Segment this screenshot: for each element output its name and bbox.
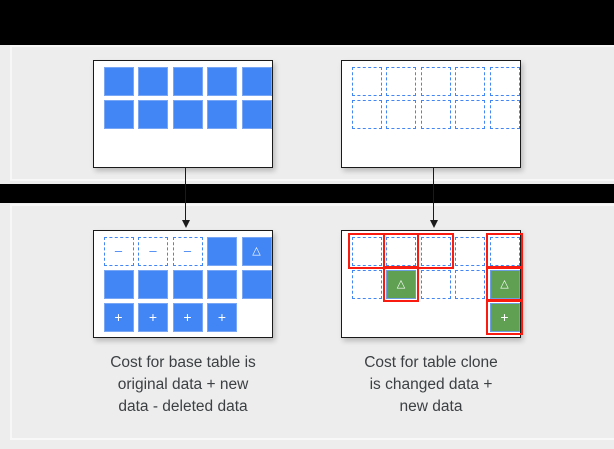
data-cell-dashed — [420, 99, 451, 129]
data-cell-solid — [207, 66, 237, 96]
changed-cell-highlight — [486, 266, 523, 302]
data-cell-dashed — [455, 99, 485, 129]
caption-base-table: Cost for base table is original data + n… — [110, 354, 256, 415]
table-clone-original-card — [341, 60, 521, 168]
data-cell-dashed — [455, 66, 485, 96]
data-cell-dashed — [351, 99, 382, 129]
data-cell-dashed — [351, 66, 382, 96]
data-cell-solid — [241, 269, 272, 299]
panel-guide-top-upper — [10, 45, 614, 47]
changed-cell-highlight — [382, 233, 420, 269]
changed-cell-highlight — [486, 233, 523, 269]
caption-table-clone: Cost for table clone is changed data + n… — [364, 354, 498, 415]
minus-glyph-icon: – — [149, 243, 157, 258]
plus-glyph-icon: + — [183, 308, 192, 325]
data-cell-dashed — [351, 269, 382, 299]
data-cell-solid — [207, 99, 237, 129]
data-cell-solid: + — [207, 302, 237, 332]
data-cell-solid — [138, 269, 168, 299]
panel-guide-bottom-lower — [10, 438, 614, 440]
arrow-table-clone — [429, 167, 438, 228]
data-cell-dashed — [420, 269, 451, 299]
minus-glyph-icon: – — [183, 243, 192, 258]
data-cell-dashed — [455, 269, 485, 299]
changed-cell-highlight — [348, 233, 385, 269]
base-table-original-cells — [94, 61, 272, 167]
data-cell-solid: + — [103, 302, 134, 332]
minus-glyph-icon: – — [114, 243, 123, 258]
data-cell-solid — [241, 99, 272, 129]
table-clone-original-cells — [342, 61, 520, 167]
base-table-after-cells: – – – △ + + + + — [94, 231, 272, 337]
data-cell-dashed: – — [103, 236, 134, 266]
base-table-after-card: – – – △ + + + + — [93, 230, 273, 338]
base-table-original-card — [93, 60, 273, 168]
data-cell-solid: + — [172, 302, 203, 332]
plus-glyph-icon: + — [217, 308, 227, 325]
data-cell-dashed — [386, 66, 416, 96]
data-cell-solid — [172, 269, 203, 299]
data-cell-dashed — [386, 99, 416, 129]
data-cell-solid — [207, 236, 237, 266]
data-cell-solid — [138, 66, 168, 96]
data-cell-dashed — [489, 236, 520, 266]
table-clone-after-cells: △△+ — [342, 231, 523, 337]
changed-cell-highlight — [486, 299, 523, 335]
panel-guide-top-lower — [10, 204, 614, 206]
data-cell-dashed — [386, 236, 416, 266]
changed-cell-highlight — [382, 266, 420, 302]
data-cell-dashed — [420, 66, 451, 96]
plus-glyph-icon: + — [148, 308, 158, 325]
table-clone-after-card: △△+ — [341, 230, 523, 338]
data-cell-solid: + — [138, 302, 168, 332]
top-black-band — [0, 0, 614, 45]
middle-black-band — [0, 184, 614, 203]
triangle-glyph-icon: △ — [252, 244, 261, 257]
data-cell-dashed — [351, 236, 382, 266]
data-cell-dashed — [489, 66, 520, 96]
changed-cell-highlight — [417, 233, 454, 269]
data-cell-solid — [103, 269, 134, 299]
panel-guide-left-lower — [10, 206, 12, 440]
plus-glyph-icon: + — [114, 308, 123, 325]
data-cell-solid — [172, 66, 203, 96]
data-cell-dashed — [455, 236, 485, 266]
data-cell-solid — [103, 66, 134, 96]
data-cell-solid — [241, 66, 272, 96]
arrow-base-table — [181, 167, 190, 228]
data-cell-solid — [138, 99, 168, 129]
panel-guide-left-upper — [10, 47, 12, 179]
data-cell-solid — [103, 99, 134, 129]
data-cell-solid — [172, 99, 203, 129]
data-cell-dashed: – — [138, 236, 168, 266]
data-cell-green: △ — [386, 269, 416, 299]
panel-guide-bottom-upper — [10, 179, 614, 181]
data-cell-dashed: – — [172, 236, 203, 266]
data-cell-solid — [207, 269, 237, 299]
data-cell-solid: △ — [241, 236, 272, 266]
data-cell-dashed — [420, 236, 451, 266]
data-cell-dashed — [489, 99, 520, 129]
